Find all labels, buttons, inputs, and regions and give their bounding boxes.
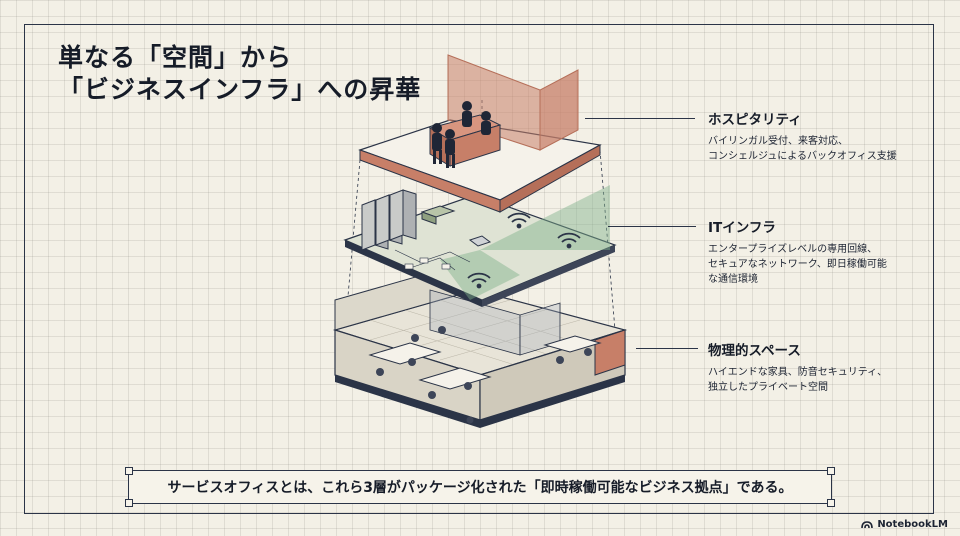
label-desc-line: ハイエンドな家具、防音セキュリティ、 bbox=[708, 367, 888, 378]
label-desc-line: バイリンガル受付、来客対応、 bbox=[708, 136, 848, 147]
label-desc-line: セキュアなネットワーク、即日稼働可能 bbox=[708, 259, 887, 270]
brand-watermark: NotebookLM bbox=[861, 519, 948, 530]
label-heading: ホスピタリティ bbox=[708, 112, 802, 128]
label-desc-line: コンシェルジュによるバックオフィス支援 bbox=[708, 151, 897, 162]
label-it-infrastructure: ITインフラ エンタープライズレベルの専用回線、 セキュアなネットワーク、即日稼… bbox=[708, 216, 938, 287]
notebooklm-logo-icon bbox=[861, 521, 874, 529]
summary-caption: サービスオフィスとは、これら3層がパッケージ化された「即時稼働可能なビジネス拠点… bbox=[128, 470, 832, 504]
slide-frame bbox=[24, 24, 934, 514]
label-physical-space: 物理的スペース ハイエンドな家具、防音セキュリティ、 独立したプライベート空間 bbox=[708, 339, 938, 395]
label-heading: ITインフラ bbox=[708, 220, 776, 236]
it-infrastructure-layer bbox=[343, 185, 617, 307]
wifi-icon bbox=[467, 272, 491, 289]
leader-line-it bbox=[608, 226, 696, 227]
wifi-icon bbox=[557, 232, 581, 249]
caption-corner-handle bbox=[125, 467, 133, 475]
wifi-icon bbox=[507, 212, 531, 229]
label-desc-line: エンタープライズレベルの専用回線、 bbox=[708, 244, 878, 255]
page-title-line-2: 「ビジネスインフラ」への昇華 bbox=[58, 75, 422, 104]
caption-corner-handle bbox=[827, 499, 835, 507]
label-desc-line: な通信環境 bbox=[708, 274, 758, 285]
label-desc-line: 独立したプライベート空間 bbox=[708, 382, 828, 393]
hospitality-layer bbox=[358, 54, 602, 213]
page-title-line-1: 単なる「空間」から bbox=[58, 43, 293, 72]
label-heading: 物理的スペース bbox=[708, 343, 801, 359]
caption-corner-handle bbox=[125, 499, 133, 507]
leader-line-physical bbox=[636, 348, 698, 349]
leader-line-hospitality bbox=[585, 118, 695, 119]
brand-name: NotebookLM bbox=[877, 519, 948, 530]
caption-corner-handle bbox=[827, 467, 835, 475]
label-hospitality: ホスピタリティ バイリンガル受付、来客対応、 コンシェルジュによるバックオフィス… bbox=[708, 108, 938, 164]
